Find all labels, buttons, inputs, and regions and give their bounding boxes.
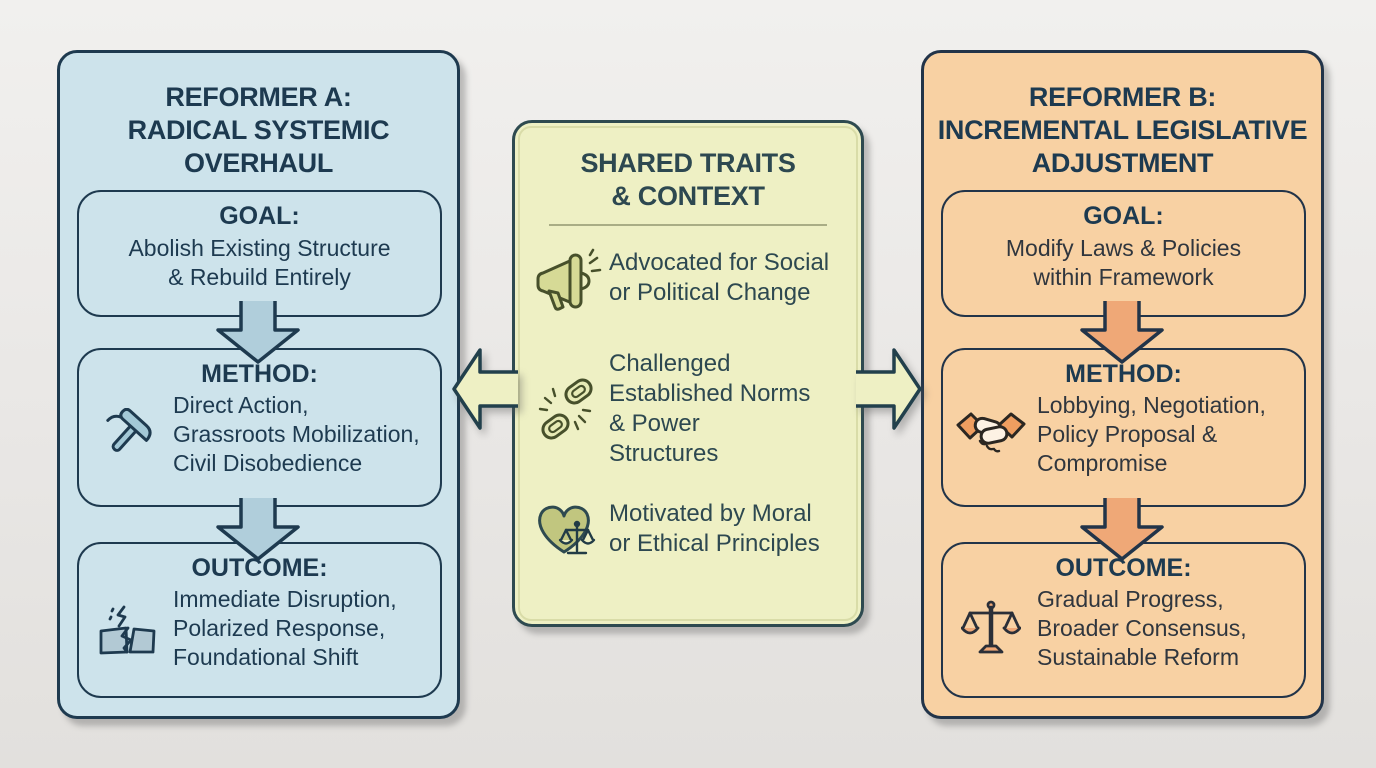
reformer-b-method-box: METHOD: Lobbying, Negotiation, Policy Pr… xyxy=(941,348,1306,507)
reformer-a-goal-box: GOAL: Abolish Existing Structure & Rebui… xyxy=(77,190,442,317)
reformer-b-outcome-box: OUTCOME: Gradual Progress, Broa xyxy=(941,542,1306,698)
megaphone-icon xyxy=(525,245,609,311)
goal-label: GOAL: xyxy=(219,202,300,230)
trait-item: Advocated for Social or Political Change xyxy=(515,245,855,311)
goal-label: GOAL: xyxy=(1083,202,1164,230)
down-arrow xyxy=(1080,498,1164,561)
trait-text: Advocated for Social or Political Change xyxy=(609,249,830,306)
outcome-text: Gradual Progress, Broader Consensus, Sus… xyxy=(1037,586,1247,670)
method-text: Direct Action, Grassroots Mobilization, … xyxy=(173,392,420,476)
broken-chain-icon xyxy=(525,378,609,440)
down-arrow xyxy=(216,498,300,561)
cracked-foundation-icon xyxy=(89,601,165,657)
down-arrow xyxy=(216,301,300,364)
reformer-a-title: REFORMER A: RADICAL SYSTEMIC OVERHAUL xyxy=(127,82,390,178)
title-divider xyxy=(549,224,827,226)
balance-scale-icon xyxy=(953,599,1029,659)
heart-scales-icon xyxy=(525,499,609,559)
down-arrow xyxy=(1080,301,1164,364)
reformer-b-title: REFORMER B: INCREMENTAL LEGISLATIVE ADJU… xyxy=(937,82,1308,178)
method-label: METHOD: xyxy=(201,360,318,388)
goal-text: Modify Laws & Policies within Framework xyxy=(1005,235,1242,290)
arrow-to-reformer-b xyxy=(856,348,922,430)
trait-text: Motivated by Moral or Ethical Principles xyxy=(609,500,820,557)
trait-item: Challenged Established Norms & Power Str… xyxy=(515,349,855,469)
trait-item: Motivated by Moral or Ethical Principles xyxy=(515,499,855,559)
arrow-to-reformer-a xyxy=(452,348,518,430)
goal-text: Abolish Existing Structure & Rebuild Ent… xyxy=(128,235,391,290)
reformer-a-outcome-box: OUTCOME: Immediate Disruption, Polarized… xyxy=(77,542,442,698)
reformer-b-panel: REFORMER B: INCREMENTAL LEGISLATIVE ADJU… xyxy=(921,50,1324,719)
reformer-a-panel: REFORMER A: RADICAL SYSTEMIC OVERHAUL GO… xyxy=(57,50,460,719)
method-text: Lobbying, Negotiation, Policy Proposal &… xyxy=(1037,392,1266,476)
handshake-icon xyxy=(953,409,1029,461)
shared-traits-panel: SHARED TRAITS & CONTEXT Advocated for So… xyxy=(512,120,864,627)
trait-text: Challenged Established Norms & Power Str… xyxy=(609,350,811,467)
reformer-a-method-box: METHOD: Direct Action, Grassroots Mobili… xyxy=(77,348,442,507)
hammer-icon xyxy=(89,407,165,462)
reformer-b-goal-box: GOAL: Modify Laws & Policies within Fram… xyxy=(941,190,1306,317)
method-label: METHOD: xyxy=(1065,360,1182,388)
outcome-text: Immediate Disruption, Polarized Response… xyxy=(173,586,397,670)
shared-traits-title: SHARED TRAITS & CONTEXT xyxy=(580,148,796,211)
